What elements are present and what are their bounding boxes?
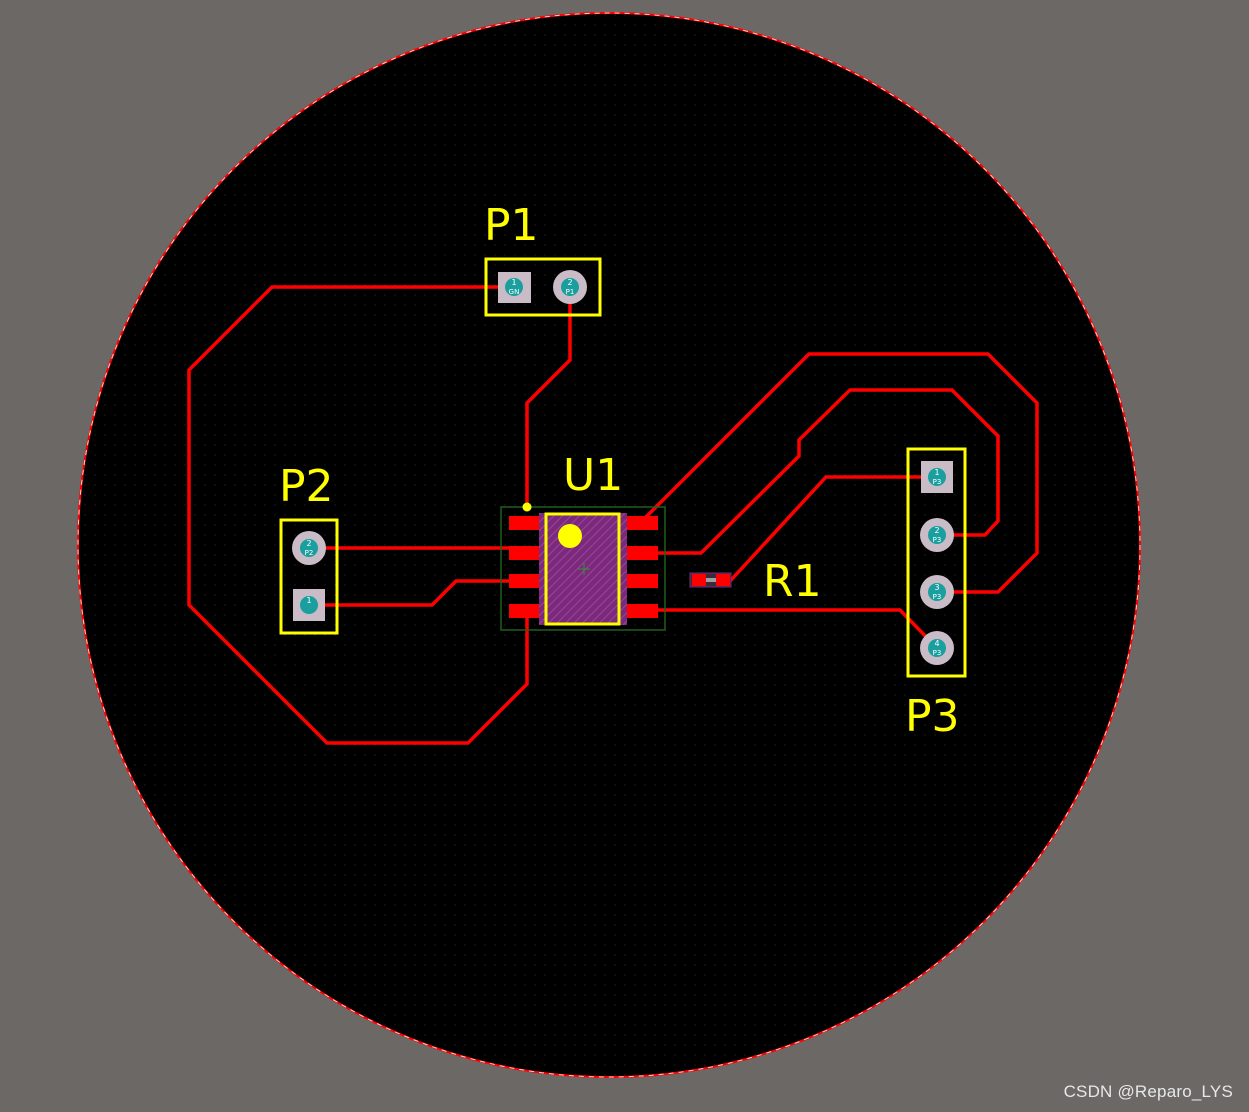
svg-text:P3: P3: [933, 649, 942, 657]
r1-pin2-pad[interactable]: [716, 574, 730, 586]
track-p1-pin2[interactable]: [525, 287, 572, 506]
r1-gap: [706, 578, 716, 582]
u1-pin2-pad[interactable]: [509, 546, 545, 560]
p2-pin2-pad[interactable]: 2 P2: [292, 531, 326, 565]
svg-text:P3: P3: [933, 536, 942, 544]
u1-pin6-pad[interactable]: [622, 574, 658, 588]
p3-silkscreen: [906, 447, 967, 678]
svg-text:2: 2: [567, 278, 572, 287]
tracks: [187, 285, 1039, 745]
svg-text:4: 4: [934, 639, 939, 648]
u1-pin3-pad[interactable]: [509, 574, 545, 588]
svg-text:3: 3: [934, 583, 939, 592]
u1-designator: U1: [563, 450, 623, 501]
track-gnd[interactable]: [187, 285, 529, 745]
watermark: CSDN @Reparo_LYS: [1063, 1082, 1233, 1101]
u1-pin7-pad[interactable]: [622, 546, 658, 560]
p1-designator: P1: [484, 200, 539, 251]
u1-courtyard: [500, 506, 666, 631]
component-p1[interactable]: P1 1 GN 2 P1: [484, 200, 602, 317]
p1-pin2-pad[interactable]: 2 P1: [553, 270, 587, 304]
u1-pin5-pad[interactable]: [622, 604, 658, 618]
track-u1-pin8[interactable]: [638, 352, 1039, 594]
svg-text:1: 1: [511, 278, 516, 287]
svg-text:P2: P2: [305, 549, 314, 557]
p2-silkscreen: [279, 518, 339, 635]
u1-pin4-pad[interactable]: [509, 604, 545, 618]
r1-designator: R1: [763, 556, 822, 607]
track-u1-pin5[interactable]: [640, 608, 939, 650]
component-u1[interactable]: U1: [500, 450, 666, 631]
p3-designator: P3: [905, 691, 960, 742]
svg-text:P1: P1: [566, 288, 575, 296]
svg-text:GN: GN: [509, 288, 520, 296]
p3-pin1-pad[interactable]: 1 P3: [921, 461, 953, 493]
u1-pin1-pad[interactable]: [509, 516, 545, 530]
svg-text:P3: P3: [933, 593, 942, 601]
p3-pin3-pad[interactable]: 3 P3: [920, 575, 954, 609]
p2-designator: P2: [279, 461, 334, 512]
p2-pin1-pad[interactable]: 1: [293, 589, 325, 621]
svg-text:1: 1: [306, 596, 311, 605]
svg-text:P3: P3: [933, 478, 942, 486]
u1-pin1-marker: [558, 524, 582, 548]
component-r1[interactable]: R1: [689, 556, 822, 607]
track-u1-pin7[interactable]: [640, 388, 1000, 555]
p1-pin1-pad[interactable]: 1 GN: [498, 272, 531, 303]
p3-pin2-pad[interactable]: 2 P3: [920, 518, 954, 552]
svg-text:2: 2: [306, 539, 311, 548]
r1-pin1-pad[interactable]: [692, 574, 706, 586]
p1-silkscreen: [484, 257, 602, 317]
u1-pin8-pad[interactable]: [622, 516, 658, 530]
component-p3[interactable]: P3 1 P3 2 P3 3 P3 4 P3: [905, 447, 967, 742]
u1-silkscreen: [544, 512, 621, 626]
track-p2-pin1[interactable]: [309, 579, 527, 607]
u1-center-cross: [578, 563, 590, 575]
svg-text:1: 1: [934, 468, 939, 477]
component-p2[interactable]: P2 2 P2 1: [279, 461, 339, 635]
p3-pin4-pad[interactable]: 4 P3: [920, 631, 954, 665]
u1-pin1-dot: [522, 502, 532, 512]
svg-text:2: 2: [934, 526, 939, 535]
